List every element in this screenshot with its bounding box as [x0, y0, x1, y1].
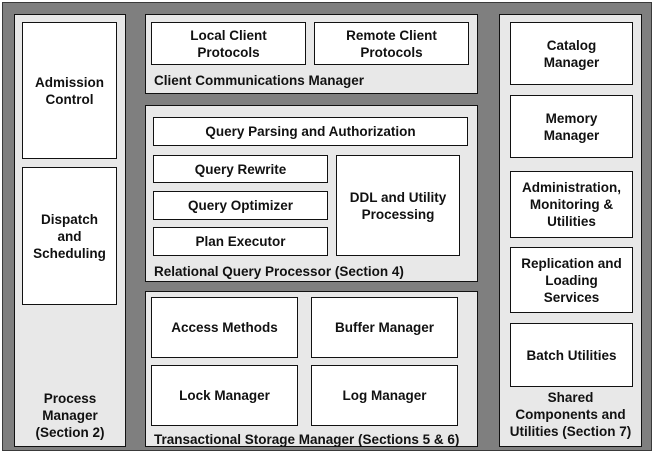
log-manager-box: Log Manager	[311, 365, 458, 426]
dispatch-scheduling-box: Dispatch and Scheduling	[22, 167, 117, 305]
admission-control-box: Admission Control	[22, 22, 117, 159]
storage-manager-label: Transactional Storage Manager (Sections …	[154, 432, 460, 447]
replication-loading-box: Replication and Loading Services	[510, 247, 633, 313]
client-comm-label: Client Communications Manager	[154, 73, 365, 88]
query-rewrite-box: Query Rewrite	[153, 155, 328, 183]
access-methods-box: Access Methods	[151, 297, 298, 358]
remote-client-protocols-box: Remote Client Protocols	[314, 22, 469, 65]
batch-utilities-box: Batch Utilities	[510, 323, 633, 387]
memory-manager-box: Memory Manager	[510, 95, 633, 158]
local-client-protocols-box: Local Client Protocols	[151, 22, 306, 65]
plan-executor-box: Plan Executor	[153, 227, 328, 256]
catalog-manager-box: Catalog Manager	[510, 22, 633, 85]
relational-qp-label: Relational Query Processor (Section 4)	[154, 264, 404, 279]
query-parsing-box: Query Parsing and Authorization	[153, 117, 468, 146]
process-manager-label: Process Manager (Section 2)	[35, 391, 105, 440]
shared-components-label: Shared Components and Utilities (Section…	[509, 390, 632, 439]
buffer-manager-box: Buffer Manager	[311, 297, 458, 358]
query-optimizer-box: Query Optimizer	[153, 191, 328, 220]
administration-monitoring-box: Administration, Monitoring & Utilities	[510, 171, 633, 238]
lock-manager-box: Lock Manager	[151, 365, 298, 426]
ddl-utility-processing-box: DDL and Utility Processing	[336, 155, 460, 256]
